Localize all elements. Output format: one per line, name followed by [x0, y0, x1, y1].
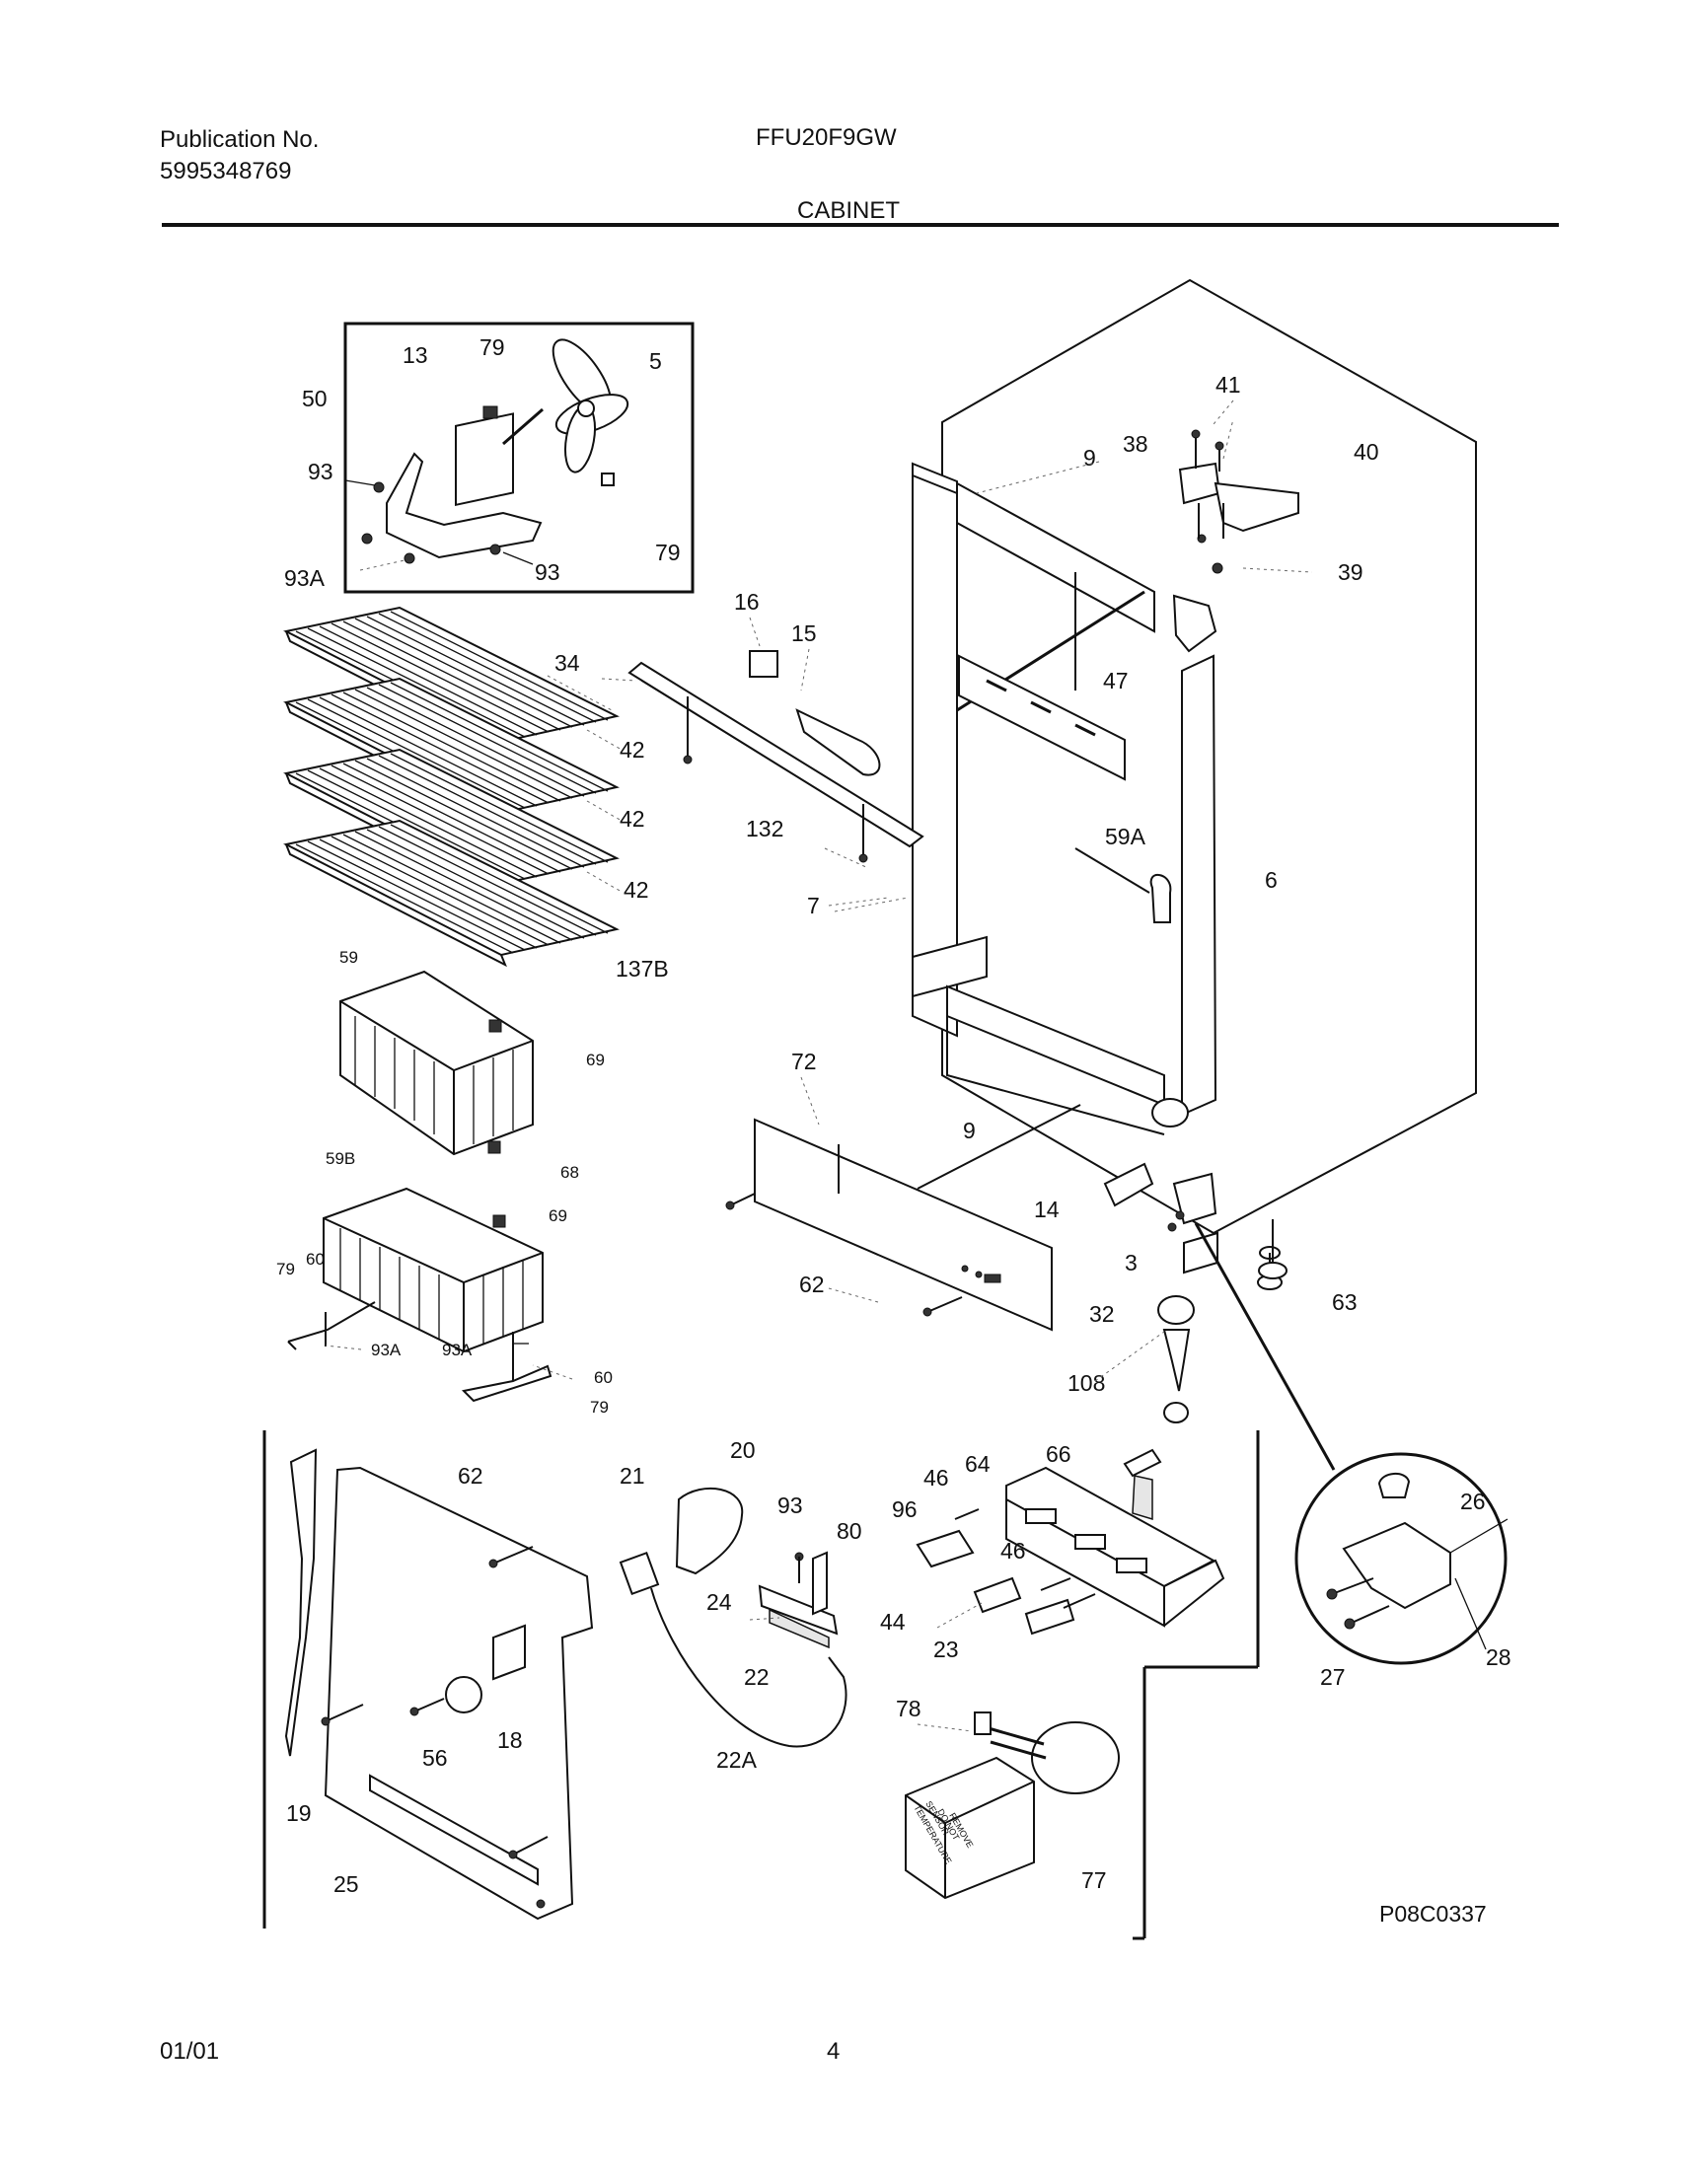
callout-34: 34: [554, 650, 580, 676]
callout-19: 19: [286, 1800, 312, 1826]
callout-132: 132: [746, 816, 783, 841]
callout-40: 40: [1354, 439, 1379, 465]
publication-label: Publication No.: [160, 126, 320, 153]
callout-79: 79: [276, 1260, 295, 1278]
callout-77: 77: [1081, 1867, 1107, 1893]
wire-shelves: [283, 606, 623, 966]
callout-42: 42: [620, 737, 645, 763]
section-title: CABINET: [797, 197, 901, 224]
callout-21: 21: [620, 1463, 645, 1489]
callout-93: 93: [308, 459, 333, 484]
callout-labels: 13 79 5 50 93 93 93A 79 41 9 38 40 39 16…: [276, 334, 1511, 1927]
publication-number: 5995348769: [160, 158, 292, 184]
footer-page-number: 4: [827, 2038, 841, 2065]
callout-9: 9: [1083, 445, 1096, 471]
callout-18: 18: [497, 1727, 523, 1753]
callout-15: 15: [791, 620, 817, 646]
callout-93: 93: [535, 559, 560, 585]
callout-7: 7: [807, 893, 820, 918]
callout-23: 23: [933, 1637, 959, 1662]
freezer-baskets: [287, 970, 552, 1403]
callout-42: 42: [624, 877, 649, 903]
callout-79: 79: [655, 540, 681, 565]
header-rule: [162, 223, 1559, 227]
callout-44: 44: [880, 1609, 906, 1635]
lower-hinge: [1103, 1162, 1336, 1471]
callout-79: 79: [590, 1398, 609, 1417]
callout-56: 56: [422, 1745, 448, 1771]
callout-47: 47: [1103, 668, 1129, 693]
leveling-leg: [1258, 1219, 1288, 1279]
callout-59: 59: [339, 948, 358, 967]
callout-3: 3: [1125, 1250, 1138, 1275]
callout-72: 72: [791, 1049, 817, 1074]
top-hinge: [1178, 418, 1313, 574]
callout-5: 5: [649, 348, 662, 374]
callout-24: 24: [706, 1589, 732, 1615]
leader-lines: [325, 400, 1487, 1732]
callout-50: 50: [302, 386, 328, 411]
callout-22: 22: [744, 1664, 770, 1690]
callout-60: 60: [594, 1368, 613, 1387]
callout-46: 46: [923, 1465, 949, 1491]
light-assembly: [627, 650, 924, 907]
hinge-detail-callout: [1294, 1452, 1509, 1665]
callout-79: 79: [479, 334, 505, 360]
callout-69: 69: [586, 1051, 605, 1069]
callout-42: 42: [620, 806, 645, 832]
callout-25: 25: [333, 1871, 359, 1897]
callout-46: 46: [1000, 1538, 1026, 1564]
callout-93: 93: [777, 1492, 803, 1518]
callout-27: 27: [1320, 1664, 1346, 1690]
callout-13: 13: [403, 342, 428, 368]
callout-69: 69: [549, 1206, 567, 1225]
model-number: FFU20F9GW: [756, 124, 897, 151]
footer-date: 01/01: [160, 2038, 220, 2065]
callout-26: 26: [1460, 1489, 1486, 1514]
callout-22A: 22A: [716, 1747, 758, 1773]
temperature-control: [619, 1487, 847, 1748]
fan-motor-inset: [343, 322, 695, 594]
callout-41: 41: [1215, 372, 1241, 398]
callout-108: 108: [1067, 1370, 1105, 1396]
temperature-sensor: TEMPERATURE SENSOR DO NOT REMOVE: [905, 1711, 1120, 1900]
callout-60: 60: [306, 1250, 325, 1269]
callout-59A: 59A: [1105, 824, 1146, 849]
callout-28: 28: [1486, 1644, 1511, 1670]
cabinet-bracket: [958, 654, 1126, 781]
cabinet-body: [912, 278, 1477, 1235]
switch-housing: [916, 1448, 1225, 1636]
callout-14: 14: [1034, 1197, 1060, 1222]
callout-39: 39: [1338, 559, 1363, 585]
callout-16: 16: [734, 589, 760, 615]
callout-59B: 59B: [326, 1149, 355, 1168]
callout-9: 9: [963, 1118, 976, 1143]
callout-62: 62: [799, 1272, 825, 1297]
callout-137B: 137B: [616, 956, 669, 982]
callout-38: 38: [1123, 431, 1148, 457]
callout-80: 80: [837, 1518, 862, 1544]
rear-panel: [284, 1448, 594, 1921]
callout-63: 63: [1332, 1289, 1358, 1315]
toe-grille: [725, 1104, 1081, 1332]
fan-motor-icon: [455, 405, 615, 507]
drawing-code: P08C0337: [1379, 1901, 1487, 1927]
callout-62: 62: [458, 1463, 483, 1489]
callout-20: 20: [730, 1437, 756, 1463]
callout-78: 78: [896, 1696, 921, 1721]
fan-blade-icon: [552, 338, 629, 473]
callout-68: 68: [560, 1163, 579, 1182]
callout-93A: 93A: [284, 565, 326, 591]
callout-64: 64: [965, 1451, 991, 1477]
callout-66: 66: [1046, 1441, 1071, 1467]
callout-6: 6: [1265, 867, 1278, 893]
callout-93A: 93A: [371, 1341, 402, 1359]
callout-93A: 93A: [442, 1341, 473, 1359]
callout-96: 96: [892, 1496, 918, 1522]
motor-bracket-icon: [386, 452, 543, 559]
callout-32: 32: [1089, 1301, 1115, 1327]
